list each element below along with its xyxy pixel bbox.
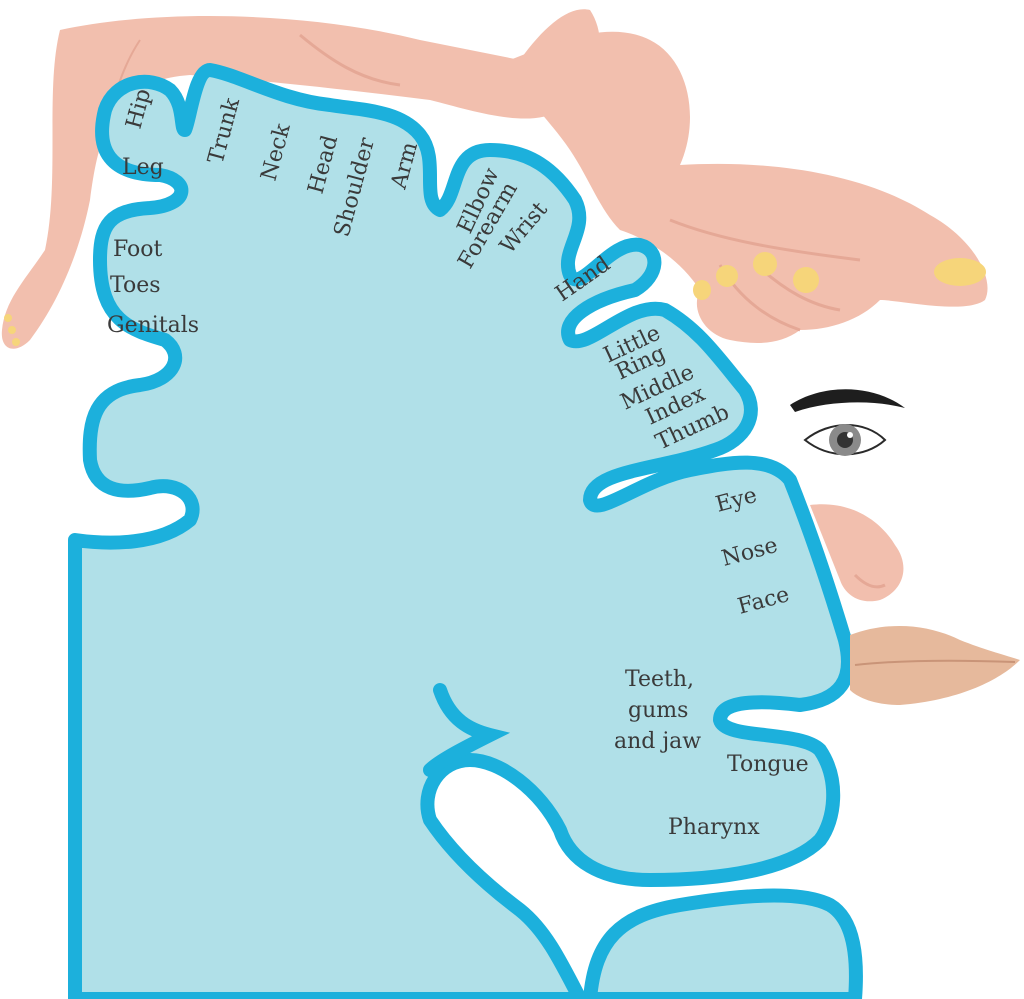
label-teeth-line-1: Teeth,	[625, 667, 694, 692]
eye-icon	[790, 389, 905, 456]
label-foot: Foot	[113, 237, 163, 262]
label-teeth-line-3: and jaw	[614, 729, 701, 754]
label-teeth-line-2: gums	[628, 698, 688, 723]
label-toes: Toes	[110, 273, 161, 298]
label-tongue: Tongue	[727, 752, 809, 777]
label-leg: Leg	[122, 155, 164, 180]
leg-shape	[1, 9, 601, 349]
hand-shape	[510, 31, 988, 343]
nose-icon	[810, 504, 904, 602]
label-pharynx: Pharynx	[668, 815, 760, 840]
lips-icon	[850, 625, 1020, 705]
lower-lobe	[583, 888, 863, 999]
hand-icon	[510, 31, 988, 343]
cortex-shape	[68, 63, 855, 999]
label-genitals: Genitals	[107, 313, 199, 338]
cortex-inner-fold	[423, 683, 511, 777]
